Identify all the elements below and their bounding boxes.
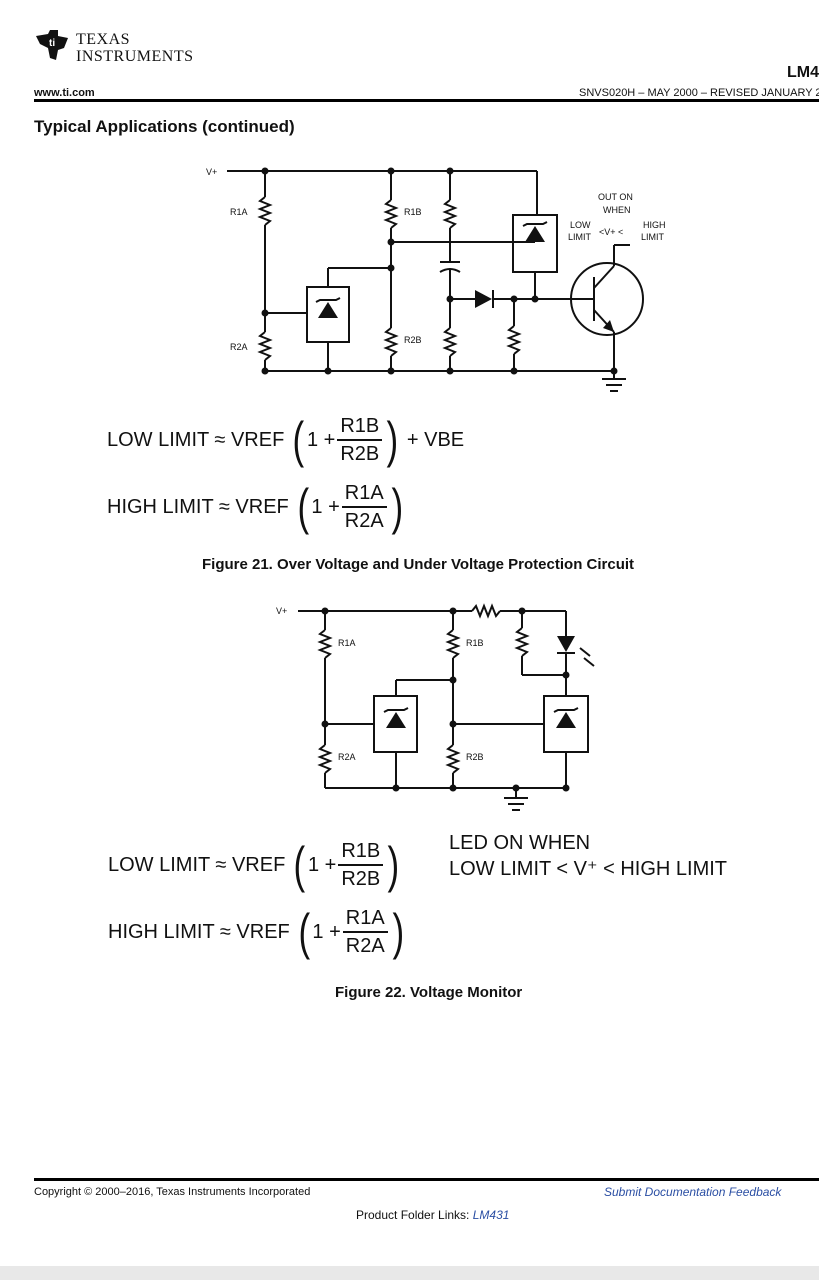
figure21-schematic: V+ R1A R2A R1B R2B OUT ON WHEN LOW LIMIT… xyxy=(206,167,666,392)
product-folder-link[interactable]: LM431 xyxy=(472,1208,510,1222)
figure22-schematic: V+ R1A R2A R1B R2B xyxy=(276,603,595,811)
logo-text-line1: TEXAS xyxy=(76,31,131,48)
eq-lhs: HIGH LIMIT ≈ V xyxy=(108,920,250,943)
footer-rule xyxy=(34,1178,819,1181)
viewer-bottom-bar xyxy=(0,1266,819,1280)
fig21-high-limit-label: LIMIT xyxy=(641,232,665,242)
fig21-middle-label: <V+ < xyxy=(599,227,623,237)
eq-denominator: R2B xyxy=(341,868,381,890)
logo-text-line2: INSTRUMENTS xyxy=(76,48,194,65)
eq-sub: REF xyxy=(244,428,285,451)
fig22-vplus-label: V+ xyxy=(276,606,287,616)
section-title: Typical Applications (continued) xyxy=(34,117,295,136)
eq-fraction: R1B R2B xyxy=(338,838,384,892)
note-line1: LED ON WHEN xyxy=(449,832,591,854)
eq-tail-sub: BE xyxy=(437,428,465,451)
eq-one: 1 + xyxy=(311,495,340,518)
eq-one: 1 + xyxy=(306,428,336,451)
header-rule xyxy=(34,99,819,102)
fig22-r2b-label: R2B xyxy=(466,752,484,762)
fig21-out-on-label: OUT ON xyxy=(598,192,633,202)
eq-lhs: LOW LIMIT ≈ V xyxy=(108,853,246,876)
eq-fraction: R1A R2A xyxy=(342,905,388,959)
fig21-r1b-label: R1B xyxy=(404,207,422,217)
eq-fraction: R1A R2A xyxy=(341,480,387,534)
eq-one: 1 + xyxy=(312,920,341,943)
eq-denominator: R2B xyxy=(340,443,380,465)
svg-text:ti: ti xyxy=(49,38,55,49)
document-id: SNVS020H – MAY 2000 – REVISED JANUARY 2 xyxy=(579,87,819,99)
fig21-r2a-label: R2A xyxy=(230,342,248,352)
eq-sub: REF xyxy=(245,853,286,876)
eq-fraction: R1B R2B xyxy=(337,413,383,467)
fig21-low-label: LOW xyxy=(570,220,591,230)
eq-lhs: HIGH LIMIT ≈ V xyxy=(107,495,249,518)
eq-lhs: LOW LIMIT ≈ V xyxy=(107,428,245,451)
note-line2: LOW LIMIT < V⁺ < HIGH LIMIT xyxy=(449,858,728,880)
fig21-high-label: HIGH xyxy=(643,220,666,230)
fig22-r1a-label: R1A xyxy=(338,638,356,648)
eq-denominator: R2A xyxy=(344,510,384,532)
eq-sub: REF xyxy=(249,920,290,943)
fig21-r1a-label: R1A xyxy=(230,207,248,217)
led-on-when-note: LED ON WHEN LOW LIMIT < V⁺ < HIGH LIMIT xyxy=(449,830,727,882)
ti-logo: ti TEXAS INSTRUMENTS xyxy=(34,26,204,70)
figure21-caption: Figure 21. Over Voltage and Under Voltag… xyxy=(202,556,635,573)
product-folder-prefix: Product Folder Links: xyxy=(356,1208,473,1222)
website-link[interactable]: www.ti.com xyxy=(34,87,95,99)
eq-numerator: R1A xyxy=(341,480,387,508)
copyright: Copyright © 2000–2016, Texas Instruments… xyxy=(34,1186,311,1198)
fig22-r1b-label: R1B xyxy=(466,638,484,648)
eq-numerator: R1B xyxy=(337,413,383,441)
eq-numerator: R1A xyxy=(342,905,388,933)
eq-denominator: R2A xyxy=(345,935,385,957)
eq-one: 1 + xyxy=(307,853,337,876)
fig21-low-limit-label: LIMIT xyxy=(568,232,592,242)
part-number: LM4 xyxy=(787,64,819,81)
eq-numerator: R1B xyxy=(338,838,384,866)
fig21-when-label: WHEN xyxy=(603,205,631,215)
figure22-caption: Figure 22. Voltage Monitor xyxy=(335,984,523,1001)
submit-feedback-link[interactable]: Submit Documentation Feedback xyxy=(604,1185,782,1199)
ti-logo-icon: ti xyxy=(36,30,68,60)
product-folder-links: Product Folder Links: LM431 xyxy=(356,1208,509,1222)
fig22-r2a-label: R2A xyxy=(338,752,356,762)
eq-tail: + V xyxy=(406,428,438,451)
fig21-vplus-label: V+ xyxy=(206,167,217,177)
fig21-r2b-label: R2B xyxy=(404,335,422,345)
eq-sub: REF xyxy=(248,495,289,518)
